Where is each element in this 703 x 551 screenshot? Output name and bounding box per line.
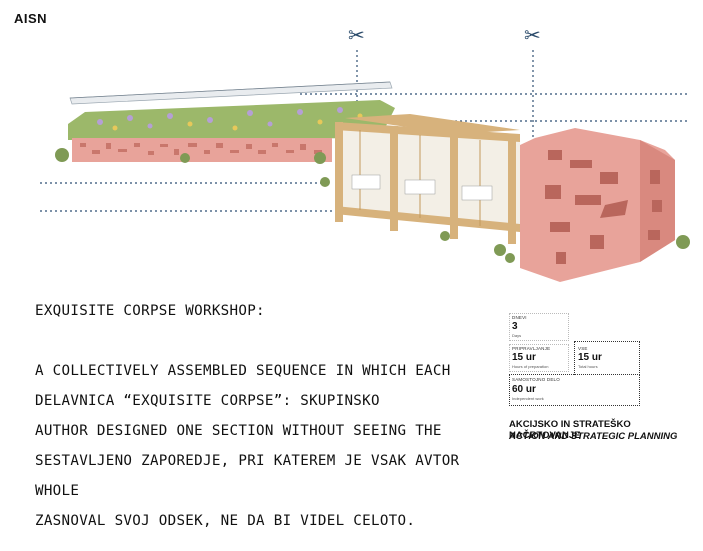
info-box-independent — [509, 374, 640, 406]
category-english: ACTION AND STRATEGIC PLANNING — [509, 431, 678, 442]
days-label: DNEVI — [512, 315, 527, 320]
title-slovenian: DELAVNICA “EXQUISITE CORPSE”: SKUPINSKO … — [35, 351, 459, 551]
scissors-icon: ✂ — [348, 25, 365, 47]
logo: AISN — [14, 11, 48, 26]
timber-module-section — [320, 114, 520, 256]
hours-value: 15 ur — [578, 352, 602, 363]
days-value: 3 — [512, 321, 518, 332]
title-slovenian-line: DELAVNICA “EXQUISITE CORPSE”: SKUPINSKO — [35, 393, 380, 409]
title-english: EXQUISITE CORPSE WORKSHOP: A COLLECTIVEL… — [35, 261, 451, 521]
days-sub: Days — [512, 333, 522, 338]
preparation-sub: Hours of preparation — [512, 364, 549, 369]
preparation-label: PRIPRAVLJANJE — [512, 346, 551, 351]
scissors-icon: ✂ — [524, 25, 541, 47]
hours-label: VSE — [578, 346, 588, 351]
title-slovenian-line: ZASNOVAL SVOJ ODSEK, NE DA BI VIDEL CELO… — [35, 513, 416, 529]
info-box-days — [509, 313, 569, 341]
preparation-value: 15 ur — [512, 352, 536, 363]
independent-label: SAMOSTOJNO DELO — [512, 377, 560, 382]
title-english-line: AUTHOR DESIGNED ONE SECTION WITHOUT SEEI… — [35, 423, 442, 439]
title-slovenian-line: SESTAVLJENO ZAPOREDJE, PRI KATEREM JE VS… — [35, 453, 460, 469]
pink-building-section — [505, 128, 690, 282]
green-roof-section — [55, 81, 395, 164]
title-english-line: EXQUISITE CORPSE WORKSHOP: — [35, 303, 265, 319]
hours-sub: Total hours — [578, 364, 598, 369]
exquisite-corpse-illustration — [40, 50, 690, 282]
title-english-line: A COLLECTIVELY ASSEMBLED SEQUENCE IN WHI… — [35, 363, 451, 379]
independent-value: 60 ur — [512, 384, 536, 395]
independent-sub: Independent work — [512, 396, 544, 401]
category-slovenian: AKCIJSKO IN STRATEŠKO NAČRTOVANJE — [509, 419, 631, 441]
info-box-preparation — [509, 344, 569, 372]
